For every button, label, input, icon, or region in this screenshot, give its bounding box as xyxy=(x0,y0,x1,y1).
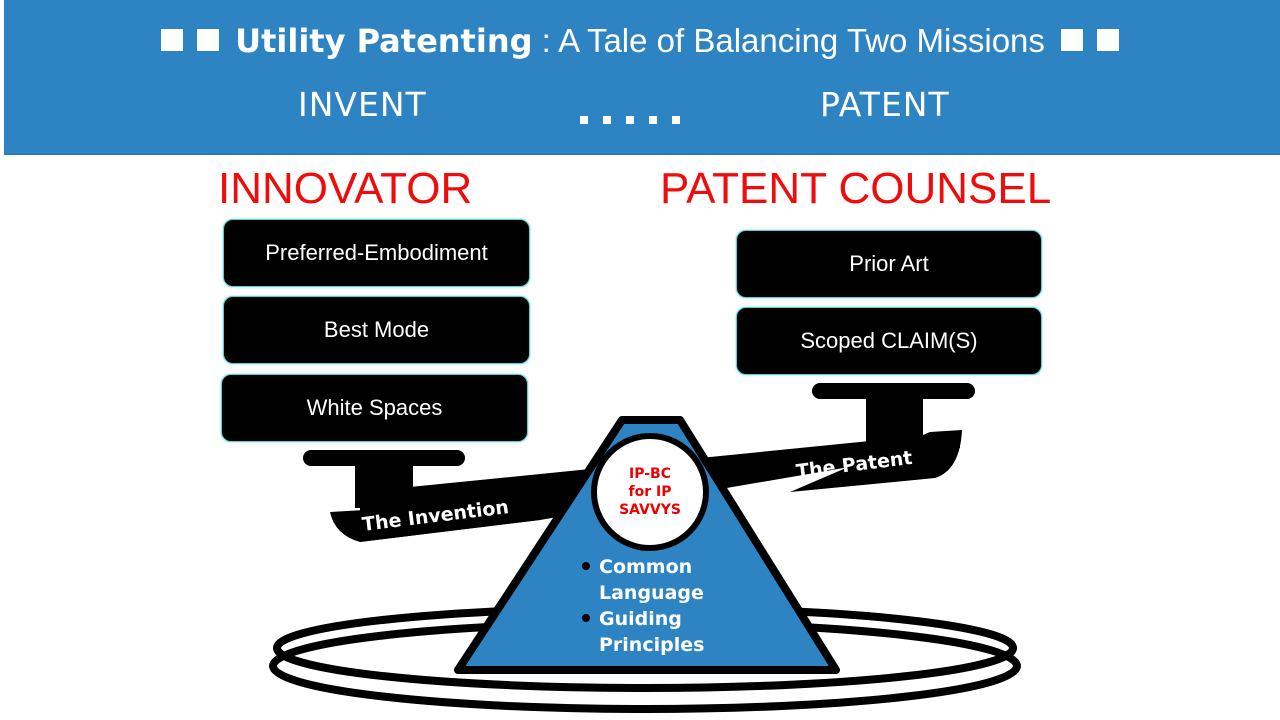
counsel-item: Prior Art xyxy=(736,230,1042,298)
square-bullet-icon xyxy=(196,29,219,52)
bullet-dot xyxy=(582,614,590,622)
square-bullet-icon xyxy=(160,29,183,52)
counsel-item: Scoped CLAIM(S) xyxy=(736,307,1042,375)
ellipsis-dots xyxy=(580,111,695,129)
title-rest: : A Tale of Balancing Two Missions xyxy=(532,22,1045,59)
fulcrum-badge-circle xyxy=(591,433,709,551)
scale-beam-right xyxy=(790,430,962,492)
square-bullet-icon xyxy=(1061,29,1084,52)
page-title: Utility Patenting : A Tale of Balancing … xyxy=(0,22,1280,60)
header-banner xyxy=(4,0,1280,155)
mission-patent: PATENT xyxy=(820,85,950,124)
title-bold: Utility Patenting xyxy=(235,22,533,60)
bullet-dot xyxy=(582,562,590,570)
counsel-heading: PATENT COUNSEL xyxy=(660,164,1052,213)
bullet-2-line-2: Principles xyxy=(599,634,704,656)
badge-line-2: for IP xyxy=(629,484,672,500)
badge-line-3: SAVVYS xyxy=(619,502,681,518)
right-pan-plate xyxy=(812,383,975,399)
badge-line-1: IP-BC xyxy=(629,466,671,482)
mission-invent: INVENT xyxy=(298,85,427,124)
innovator-heading: INNOVATOR xyxy=(218,164,473,213)
innovator-item: Preferred-Embodiment xyxy=(223,219,530,287)
innovator-item: White Spaces xyxy=(221,374,528,442)
left-pan-stem xyxy=(355,460,413,508)
bullet-2-line-1: Guiding xyxy=(599,608,682,630)
right-pan-stem xyxy=(866,393,923,443)
left-pan-plate xyxy=(303,450,465,466)
bullet-1-line-1: Common xyxy=(599,556,692,578)
square-bullet-icon xyxy=(1097,29,1120,52)
innovator-item: Best Mode xyxy=(223,296,530,364)
bullet-1-line-2: Language xyxy=(599,582,704,604)
